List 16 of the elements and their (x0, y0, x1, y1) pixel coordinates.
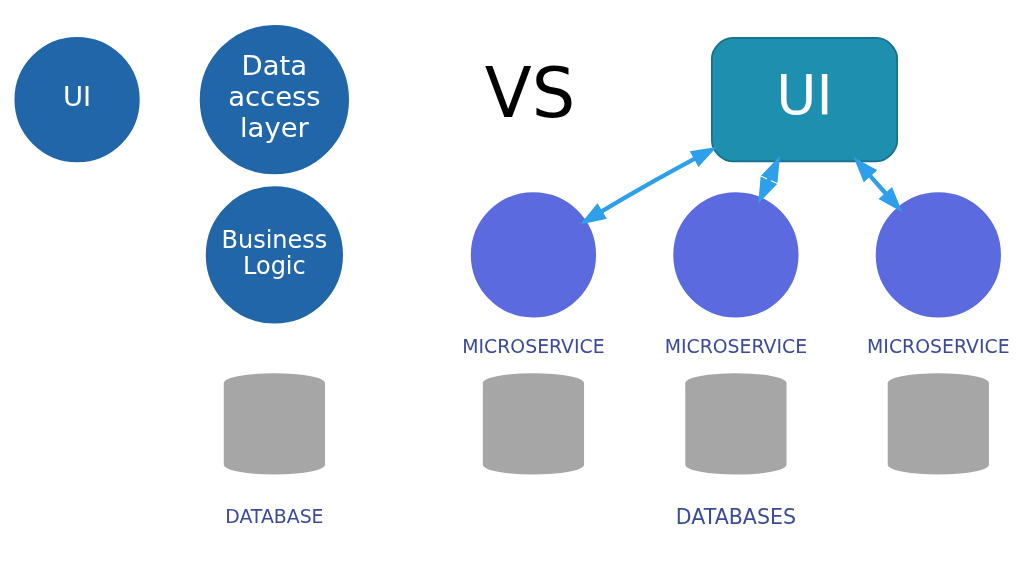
node-circle (673, 191, 799, 318)
node-label: MICROSERVICE (867, 334, 1010, 357)
node-circle: UI (14, 36, 140, 162)
node-circle: Business Logic (205, 185, 343, 324)
label: VS (484, 52, 576, 133)
node-circle (470, 191, 597, 318)
node-label: MICROSERVICE (664, 334, 808, 357)
node-circle: Data access layer (199, 24, 349, 174)
node-label: DATABASE (225, 504, 324, 527)
node-circle (875, 191, 1001, 318)
label: DATABASES (675, 504, 797, 529)
arrow (580, 146, 717, 224)
node-label: MICROSERVICE (462, 334, 605, 357)
node-box: UI (711, 36, 898, 162)
arrow (853, 156, 903, 212)
arrow (758, 155, 780, 204)
